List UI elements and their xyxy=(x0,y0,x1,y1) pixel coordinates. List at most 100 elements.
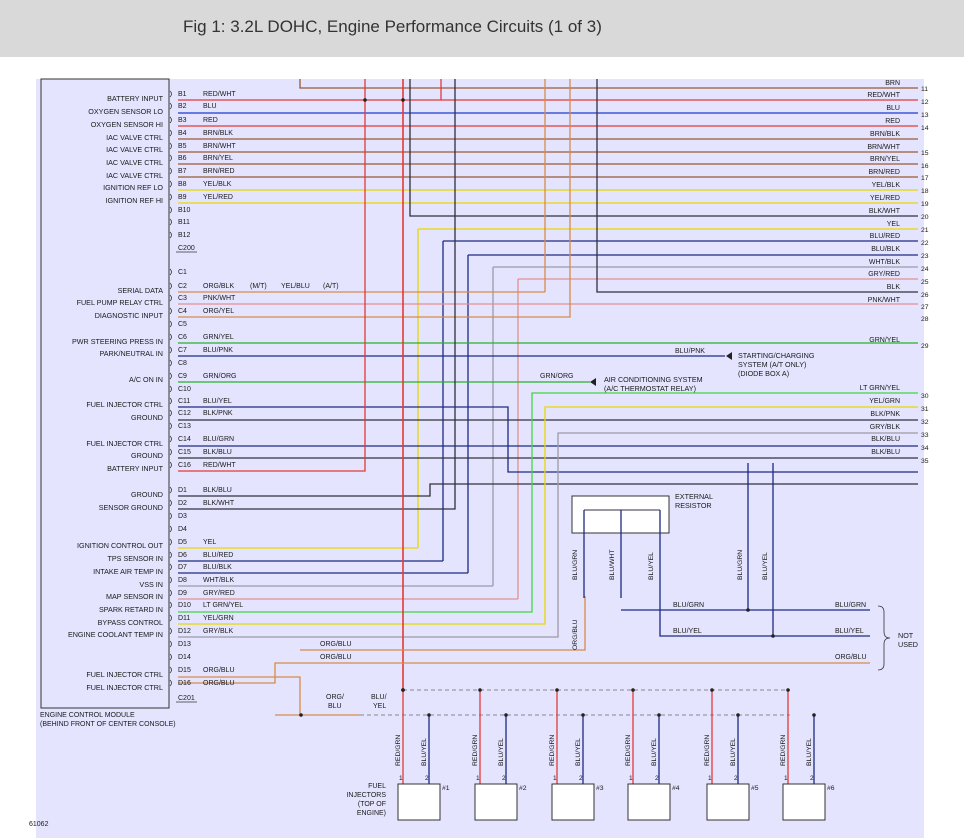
pin-c14-id: C14 xyxy=(178,436,191,443)
pin-d2-wire-color: BLK/WHT xyxy=(203,500,235,507)
pin-d10-function: SPARK RETARD IN xyxy=(99,605,163,614)
pin-c12-id: C12 xyxy=(178,410,191,417)
pin-c11-wire-color: BLU/YEL xyxy=(203,398,232,405)
right-wire-14-color: BLU/BLK xyxy=(871,246,900,253)
pin-d16-function: FUEL INJECTOR CTRL xyxy=(86,683,163,692)
pin-b4-function: IAC VALVE CTRL xyxy=(106,133,163,142)
connector-c200-label: C200 xyxy=(178,245,195,252)
note-ac-system-1: AIR CONDITIONING SYSTEM xyxy=(604,375,703,384)
c2-mt-note: (M/T) xyxy=(250,283,267,290)
pin-c16-bracket xyxy=(169,461,172,469)
pin-c4-bracket xyxy=(169,307,172,315)
injector-1-number: #1 xyxy=(442,785,450,792)
labels-layer: ENGINE CONTROL MODULE(BEHIND FRONT OF CE… xyxy=(29,80,929,828)
pin-d10-wire-color: LT GRN/YEL xyxy=(203,602,243,609)
injector-3-wire2-label: BLU/YEL xyxy=(575,738,582,766)
wires-layer xyxy=(40,78,918,821)
pin-d6-bracket xyxy=(169,551,172,559)
injector-2-number: #2 xyxy=(519,785,527,792)
pin-d13-id: D13 xyxy=(178,641,191,648)
right-wire-20-color: GRN/YEL xyxy=(869,337,900,344)
injector-4-pin1: 1 xyxy=(629,775,633,782)
pin-d12-bracket xyxy=(169,627,172,635)
wire-d12-gry-blk xyxy=(178,432,918,638)
pin-c7-function: PARK/NEUTRAL IN xyxy=(100,349,164,358)
pin-b2-bracket xyxy=(169,102,172,110)
pin-c13-bracket xyxy=(169,422,172,430)
pin-d15-function: FUEL INJECTOR CTRL xyxy=(86,670,163,679)
note-blu-grn-mid: BLU/GRN xyxy=(673,602,704,609)
pin-c1-bracket xyxy=(169,268,172,276)
pin-c12-wire-color: BLK/PNK xyxy=(203,410,233,417)
right-wire-1-number: 11 xyxy=(921,86,928,93)
note-external-resistor-2: RESISTOR xyxy=(675,501,712,510)
pin-d15-id: D15 xyxy=(178,667,191,674)
pin-d8-function: VSS IN xyxy=(139,580,163,589)
pin-b7-function: IAC VALVE CTRL xyxy=(106,171,163,180)
pin-d16-wire-color: ORG/BLU xyxy=(203,680,235,687)
note-vertical-blu-wht: BLU/WHT xyxy=(609,549,616,580)
note-yel-b: YEL xyxy=(373,703,386,710)
injector-6-body xyxy=(782,783,826,821)
splice-dot-4 xyxy=(299,713,303,717)
pin-d3-id: D3 xyxy=(178,513,187,520)
injector-2-wire1-label: RED/GRN xyxy=(472,735,479,766)
pin-b5-bracket xyxy=(169,142,172,150)
pin-d11-id: D11 xyxy=(178,615,190,622)
note-fuel-injectors-3: (TOP OF xyxy=(358,801,386,808)
pin-c14-bracket xyxy=(169,435,172,443)
pin-c6-function: PWR STEERING PRESS IN xyxy=(72,337,163,346)
pin-c6-wire-color: GRN/YEL xyxy=(203,334,234,341)
pin-c10-id: C10 xyxy=(178,386,191,393)
note-org-blu-d13: ORG/BLU xyxy=(320,641,352,648)
right-wire-3-number: 13 xyxy=(921,112,929,119)
ac-system-arrow xyxy=(590,378,596,386)
injector-6-blu-splice xyxy=(812,713,816,717)
pin-c3-wire-color: PNK/WHT xyxy=(203,295,236,302)
pin-b2-function: OXYGEN SENSOR LO xyxy=(88,107,163,116)
pin-d14-id: D14 xyxy=(178,654,191,661)
right-wire-23-number: 31 xyxy=(921,406,929,413)
right-wire-24-color: GRY/BLK xyxy=(870,424,901,431)
pin-b12-bracket xyxy=(169,231,172,239)
right-wire-26-number: 34 xyxy=(921,445,929,452)
right-wire-5-color: BRN/BLK xyxy=(870,131,900,138)
right-wire-23-color: BLK/PNK xyxy=(870,411,900,418)
caption-bar: Fig 1: 3.2L DOHC, Engine Performance Cir… xyxy=(0,0,964,57)
injector-6-pin2: 2 xyxy=(810,775,814,782)
pin-c16-wire-color: RED/WHT xyxy=(203,462,236,469)
wire-d1-blk-blu xyxy=(178,483,918,497)
injector-3-body xyxy=(551,783,595,821)
pin-d8-wire-color: WHT/BLK xyxy=(203,577,234,584)
pin-d1-function: GROUND xyxy=(131,490,163,499)
injector-5-body xyxy=(706,783,750,821)
right-wire-3-color: BLU xyxy=(886,105,900,112)
connector-c201-label: C201 xyxy=(178,695,195,702)
pin-d8-bracket xyxy=(169,576,172,584)
pin-c4-wire-color: ORG/YEL xyxy=(203,308,234,315)
pin-d2-bracket xyxy=(169,499,172,507)
pin-d1-id: D1 xyxy=(178,487,187,494)
wire-c4-org-yel xyxy=(178,79,571,318)
pin-c11-function: FUEL INJECTOR CTRL xyxy=(86,400,163,409)
injector-4-number: #4 xyxy=(672,785,680,792)
right-wire-15-number: 24 xyxy=(921,266,929,273)
pin-d9-function: MAP SENSOR IN xyxy=(106,592,163,601)
pin-c2-bracket xyxy=(169,282,172,290)
pin-d10-bracket xyxy=(169,601,172,609)
wire-d2-blk-wht xyxy=(178,79,456,510)
right-wire-4-color: RED xyxy=(885,118,900,125)
note-starting-charging-1: STARTING/CHARGING xyxy=(738,351,815,360)
note-org-a: ORG/ xyxy=(326,694,344,701)
pin-c2-function: SERIAL DATA xyxy=(118,286,164,295)
pin-d9-wire-color: GRY/RED xyxy=(203,590,235,597)
right-wire-9-number: 18 xyxy=(921,188,929,195)
injector-6-wire2-label: BLU/YEL xyxy=(806,738,813,766)
right-wire-27-number: 35 xyxy=(921,458,929,465)
pin-d10-id: D10 xyxy=(178,602,191,609)
splice-dot-2 xyxy=(746,608,750,612)
wiring-diagram: ENGINE CONTROL MODULE(BEHIND FRONT OF CE… xyxy=(29,78,929,838)
wire-d11-yel-grn xyxy=(178,406,918,625)
pin-c8-id: C8 xyxy=(178,360,187,367)
pin-b3-function: OXYGEN SENSOR HI xyxy=(91,120,163,129)
